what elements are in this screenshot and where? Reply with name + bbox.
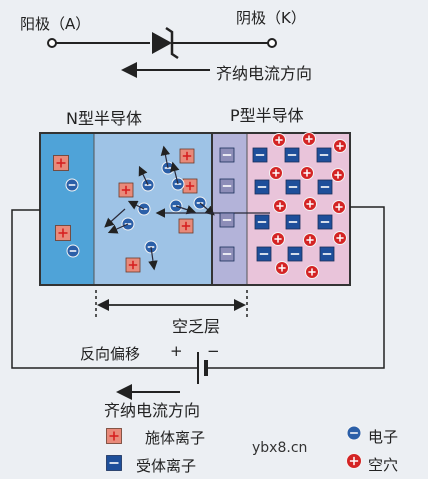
acceptor-ion <box>254 179 270 195</box>
electron <box>66 244 80 258</box>
cathode-terminal <box>267 38 277 48</box>
motion-arrow <box>138 165 149 186</box>
legend-symbols <box>106 425 362 471</box>
hole <box>300 166 314 180</box>
acceptor-ion <box>219 178 235 194</box>
hole <box>273 199 287 213</box>
motion-arrow <box>170 161 180 185</box>
hole <box>332 200 346 214</box>
donor-ion <box>179 148 195 164</box>
watermark: ybx8.cn <box>252 440 308 456</box>
acceptor-ion <box>219 212 235 228</box>
top-current-direction-label: 齐纳电流方向 <box>216 64 313 83</box>
hole <box>271 232 285 246</box>
hole <box>303 233 317 247</box>
acceptor-ion <box>287 246 303 262</box>
acceptor-ion <box>319 246 335 262</box>
semiconductor-block <box>39 132 351 286</box>
hole <box>346 453 362 469</box>
donor-ion <box>182 178 198 194</box>
motion-arrow <box>199 202 215 216</box>
donor-ion <box>118 182 134 198</box>
motion-arrow <box>148 246 158 271</box>
legend-hole-label: 空穴 <box>368 456 399 474</box>
hole <box>303 197 317 211</box>
acceptor-ion <box>106 455 122 471</box>
hole <box>333 139 347 153</box>
battery-plus: + <box>170 342 183 360</box>
hole <box>272 133 286 147</box>
acceptor-ion <box>256 246 272 262</box>
diode-triangle <box>152 32 172 54</box>
hole <box>333 231 347 245</box>
acceptor-ion <box>219 246 235 262</box>
motion-arrow <box>127 200 145 210</box>
donor-ion <box>106 428 122 444</box>
donor-ion <box>125 257 141 273</box>
hole <box>269 166 283 180</box>
right-wire <box>206 206 385 369</box>
legend-donor-label: 施体离子 <box>145 429 206 447</box>
acceptor-ion <box>285 214 301 230</box>
electron <box>65 178 79 192</box>
motion-arrow <box>175 205 197 215</box>
diode-symbol <box>47 26 277 78</box>
electron <box>346 425 362 441</box>
donor-ion <box>178 218 194 234</box>
legend-acceptor-label: 受体离子 <box>136 457 197 475</box>
anode-label: 阳极（A） <box>20 15 91 33</box>
acceptor-ion <box>317 179 333 195</box>
battery-minus: − <box>207 342 220 360</box>
p-type-label: P型半导体 <box>230 106 304 125</box>
acceptor-ion <box>317 214 333 230</box>
reverse-bias-label: 反向偏移 <box>80 345 141 363</box>
motion-arrow <box>104 208 126 228</box>
n-type-label: N型半导体 <box>66 109 142 128</box>
motion-arrow <box>107 223 129 234</box>
acceptor-ion <box>316 147 332 163</box>
acceptor-ion <box>254 214 270 230</box>
donor-ion <box>53 155 69 171</box>
legend-electron-label: 电子 <box>368 428 399 446</box>
depletion-layer-label: 空乏层 <box>172 317 221 336</box>
donor-ion <box>55 225 71 241</box>
block-outline <box>39 132 351 286</box>
left-wire <box>11 209 198 369</box>
particles <box>53 132 347 279</box>
cathode-label: 阴极（K） <box>236 9 306 27</box>
hole <box>331 168 345 182</box>
hole <box>275 261 289 275</box>
acceptor-ion <box>285 179 301 195</box>
acceptor-ion <box>252 147 268 163</box>
hole <box>305 265 319 279</box>
depletion-dimension <box>95 290 248 320</box>
anode-terminal <box>47 38 57 48</box>
motion-arrow <box>160 145 171 169</box>
bottom-current-direction-label: 齐纳电流方向 <box>104 401 201 420</box>
acceptor-ion <box>284 147 300 163</box>
hole <box>302 132 316 146</box>
bias-circuit <box>11 206 385 384</box>
acceptor-ion <box>219 147 235 163</box>
